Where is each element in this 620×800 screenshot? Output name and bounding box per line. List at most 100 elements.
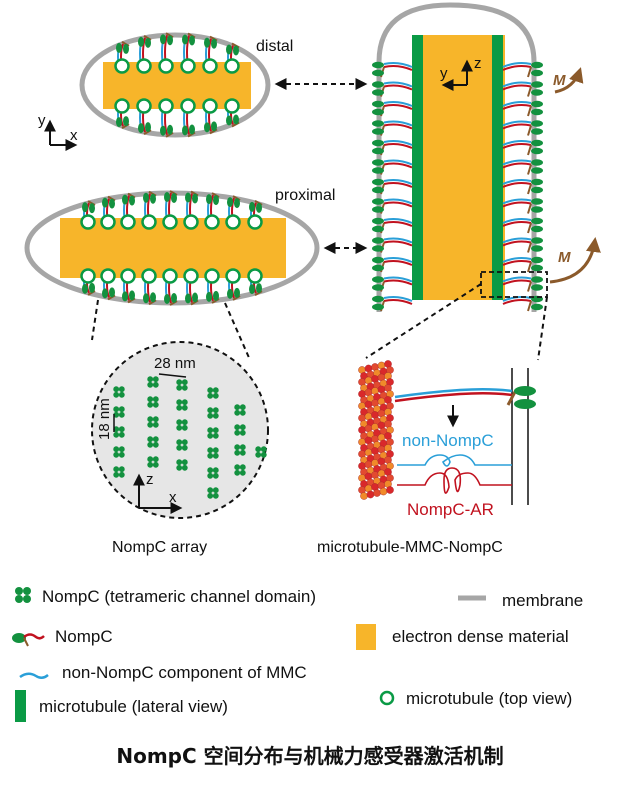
tetramer-subunit bbox=[255, 446, 262, 453]
non-nompc-strand bbox=[502, 81, 532, 88]
tetramer bbox=[147, 376, 159, 388]
nompc-channel bbox=[531, 206, 543, 213]
tetramer-subunit bbox=[181, 464, 188, 471]
non-nompc-strand bbox=[383, 159, 413, 166]
tetramer-subunit bbox=[239, 464, 246, 471]
non-nompc-strand bbox=[502, 257, 532, 263]
tetramer bbox=[176, 379, 188, 391]
figure-title: NompC 空间分布与机械力感受器激活机制 bbox=[116, 744, 504, 768]
nompc-channel bbox=[372, 256, 384, 264]
non-nompc-strand bbox=[383, 257, 413, 263]
non-nompc-label: non-NompC bbox=[402, 431, 494, 450]
tetramer-subunit bbox=[152, 376, 159, 383]
nompc-channel bbox=[171, 292, 177, 303]
nompc-channel bbox=[249, 201, 255, 212]
tetramer-subunit bbox=[212, 447, 219, 454]
nompc-strand bbox=[383, 123, 413, 130]
nompc-channel bbox=[531, 225, 543, 233]
nompc-channel bbox=[204, 37, 210, 48]
tetramer-subunit bbox=[152, 421, 159, 428]
tetramer-icon bbox=[15, 587, 31, 603]
nompc-channel bbox=[129, 290, 135, 301]
microtubule-top-view bbox=[183, 268, 199, 284]
tetramer bbox=[113, 466, 125, 478]
nompc-channel bbox=[531, 128, 543, 135]
force-arrow-bottom bbox=[549, 237, 601, 284]
ankyrin-link bbox=[527, 222, 532, 234]
nompc-channel bbox=[204, 122, 210, 133]
tetramer-subunit bbox=[212, 472, 219, 479]
nompc-channel bbox=[372, 178, 384, 186]
microtubule-filament bbox=[358, 360, 394, 500]
non-nompc-strand bbox=[383, 198, 413, 205]
distal-cross-section: distal bbox=[79, 32, 293, 138]
lateral-right-mmc-rows bbox=[502, 61, 543, 312]
nompc-channel bbox=[531, 108, 543, 116]
tetramer-subunit bbox=[207, 467, 214, 474]
legend-label-microtubule-top: microtubule (top view) bbox=[406, 689, 572, 708]
axis-x-label: x bbox=[70, 127, 78, 144]
nompc-strand bbox=[502, 84, 532, 91]
nompc-channel bbox=[531, 61, 543, 69]
tetramer bbox=[207, 487, 219, 499]
proximal-bottom-mmc-row bbox=[80, 268, 263, 306]
tetramer bbox=[113, 386, 125, 398]
non-nompc-strand bbox=[502, 276, 532, 283]
tetramer bbox=[147, 456, 159, 468]
tetramer-subunit bbox=[176, 459, 183, 466]
distal-bottom-mmc-row bbox=[114, 98, 240, 138]
nompc-strand bbox=[502, 279, 532, 286]
lateral-left-mmc-rows bbox=[372, 61, 413, 312]
force-arrow-top bbox=[554, 67, 584, 94]
scale-28nm-label: 28 nm bbox=[154, 355, 196, 372]
nompc-channel bbox=[234, 287, 240, 298]
nompc-channel bbox=[164, 293, 170, 304]
tetramer bbox=[147, 436, 159, 448]
tetramer bbox=[234, 444, 246, 456]
nompc-channel bbox=[167, 124, 173, 135]
lateral-membrane bbox=[376, 2, 537, 312]
microtubule-top-view bbox=[100, 268, 116, 284]
nompc-strand bbox=[383, 240, 413, 247]
non-nompc-strand bbox=[502, 159, 532, 166]
scale-18nm-label: 18 nm bbox=[96, 398, 113, 440]
non-nompc-folded bbox=[397, 454, 512, 467]
tetramer-subunit bbox=[113, 466, 120, 473]
nompc-strand bbox=[502, 182, 532, 188]
tetramer bbox=[207, 447, 219, 459]
nompc-strand bbox=[502, 143, 532, 149]
nompc-channel bbox=[531, 217, 543, 225]
distal-label: distal bbox=[256, 38, 293, 55]
tetramer-subunit bbox=[147, 401, 154, 408]
tetramer-subunit bbox=[176, 464, 183, 471]
tetramer-subunit bbox=[181, 459, 188, 466]
nompc-channel bbox=[531, 69, 543, 77]
tetramer-subunit bbox=[113, 431, 120, 438]
tubulin-bead bbox=[366, 490, 375, 499]
tetramer-subunit bbox=[212, 412, 219, 419]
tetramer-subunit bbox=[152, 416, 159, 423]
nompc-channel bbox=[89, 203, 95, 214]
non-nompc-strand bbox=[383, 62, 413, 68]
legend-label-non-nompc: non-NompC component of MMC bbox=[62, 663, 307, 682]
force-label-bottom: M bbox=[558, 249, 571, 266]
tetramer-subunit bbox=[113, 471, 120, 478]
microtubule-top-view bbox=[100, 214, 116, 230]
tetramer-subunit bbox=[176, 384, 183, 391]
tetramer-subunit bbox=[212, 452, 219, 459]
tetramer-subunit bbox=[207, 452, 214, 459]
nompc-strand bbox=[383, 162, 413, 169]
nompc-channel bbox=[150, 292, 156, 303]
non-nompc-strand bbox=[383, 140, 413, 146]
tetramer-subunit bbox=[212, 467, 219, 474]
nompc-channel bbox=[182, 125, 188, 136]
nompc-strand bbox=[394, 391, 513, 403]
tetramer-subunit bbox=[113, 406, 120, 413]
nompc-channel bbox=[109, 287, 115, 298]
proximal-label: proximal bbox=[275, 187, 335, 204]
tetramer-subunit bbox=[234, 469, 241, 476]
nompc-channel bbox=[227, 288, 233, 299]
tetramer-subunit bbox=[207, 492, 214, 499]
tetramer-subunit bbox=[239, 449, 246, 456]
legend-label-membrane: membrane bbox=[502, 591, 583, 610]
